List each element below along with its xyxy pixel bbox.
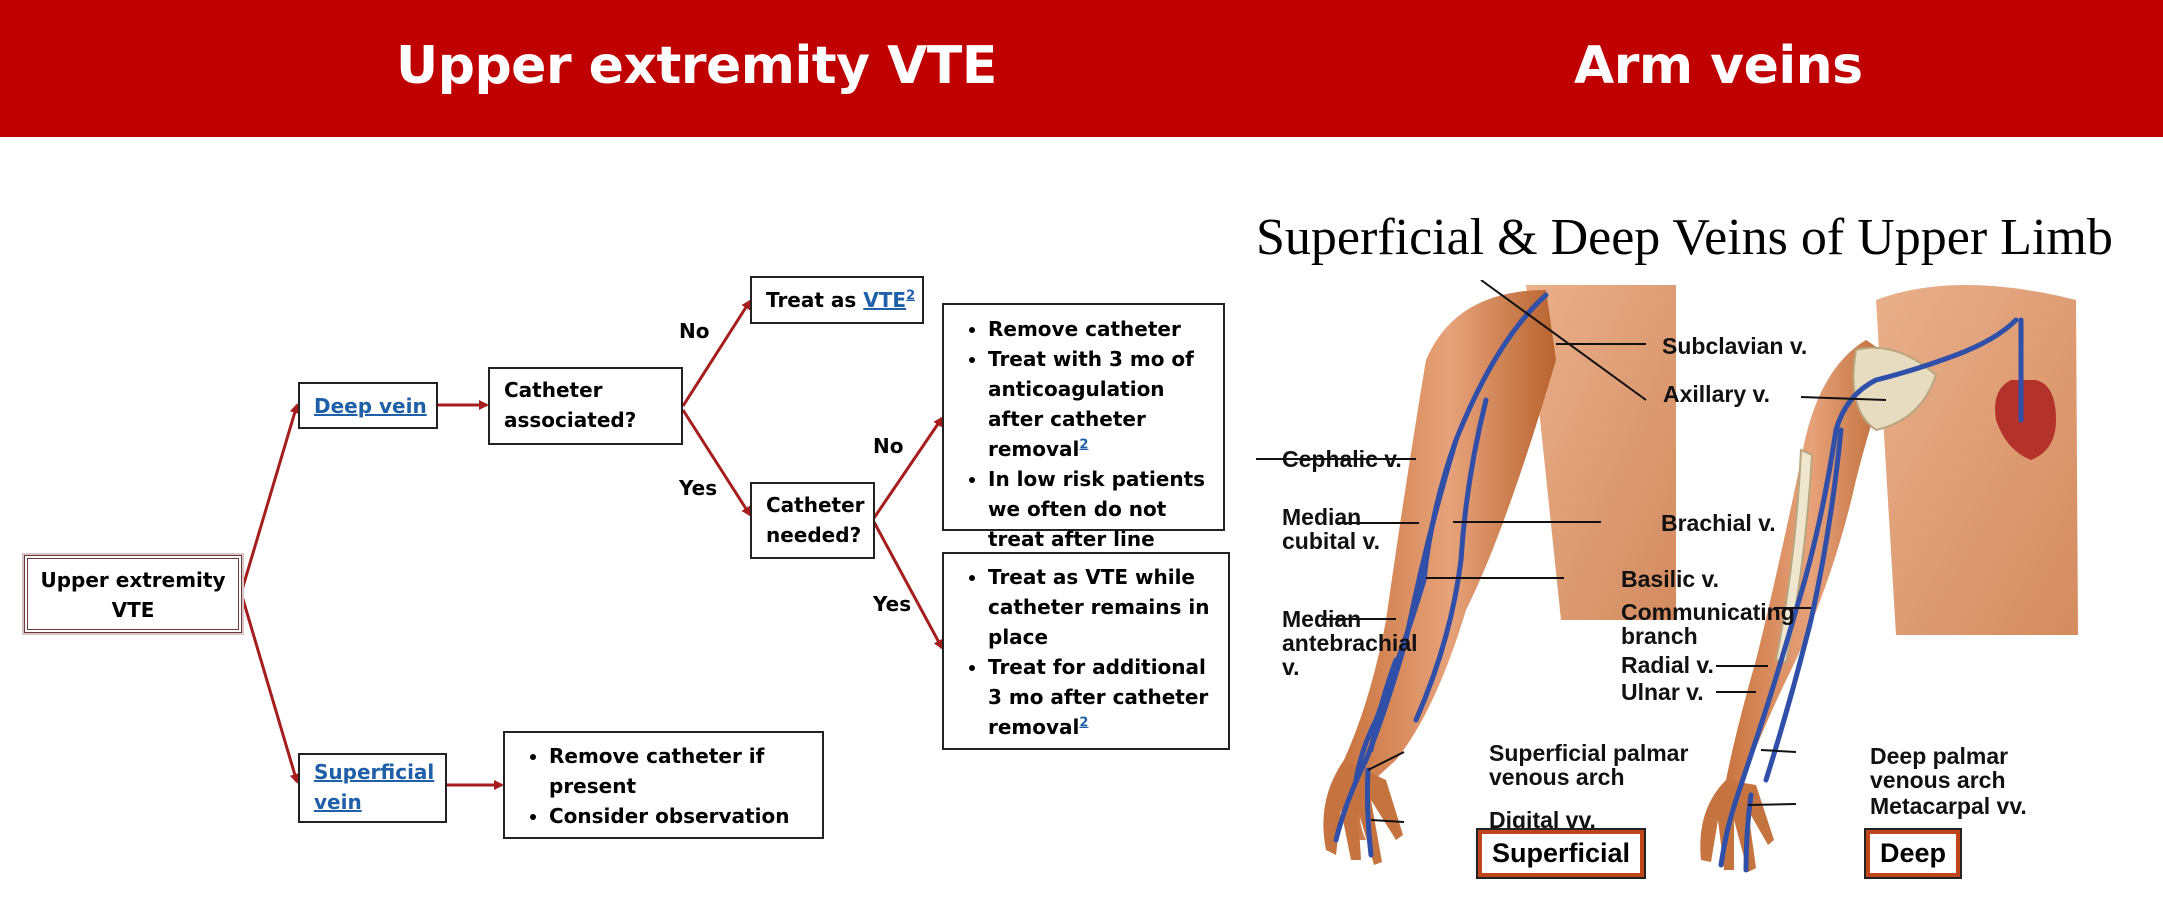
- bullet-remove-catheter: Remove catheter: [988, 314, 1209, 344]
- label-no-catheter-associated: No: [679, 319, 710, 343]
- label-radial: Radial v.: [1621, 652, 1714, 678]
- bullet-consider-observation: Consider observation: [549, 801, 808, 831]
- catheter-needed-line1: Catheter: [766, 493, 865, 517]
- arrow-root-to-superficial: [240, 595, 300, 784]
- treat-as-prefix: Treat as: [766, 288, 864, 312]
- catheter-associated-line1: Catheter: [504, 378, 603, 402]
- arm-veins-illustration: [1256, 280, 2078, 873]
- flowchart-arrows: [240, 299, 944, 790]
- panel-label-deep: Deep: [1863, 828, 1963, 879]
- superficial-actions-box: Remove catheter if present Consider obse…: [503, 731, 824, 839]
- label-basilic: Basilic v.: [1621, 566, 1720, 592]
- arrow-needed-to-no: [872, 416, 944, 519]
- root-box: Upper extremity VTE: [24, 555, 242, 633]
- catheter-associated-box: Catheter associated?: [488, 367, 683, 445]
- header-bar: Upper extremity VTE Arm veins: [0, 0, 2163, 137]
- catheter-needed-line2: needed?: [766, 523, 862, 547]
- deep-vein-box: Deep vein: [298, 382, 438, 429]
- ref-superscript[interactable]: 2: [1079, 715, 1089, 731]
- yes-needed-actions-box: Treat as VTE while catheter remains in p…: [942, 552, 1230, 750]
- arrow-needed-to-yes: [872, 521, 944, 650]
- ref-superscript[interactable]: 2: [906, 288, 916, 304]
- root-label: Upper extremity VTE: [40, 568, 226, 622]
- label-digital: Digital vv.: [1489, 807, 1596, 833]
- arrow-root-to-deep: [240, 403, 300, 591]
- left-title: Upper extremity VTE: [396, 36, 997, 96]
- treat-as-vte-box: Treat as VTE2: [750, 276, 924, 324]
- ref-superscript[interactable]: 2: [1079, 437, 1089, 453]
- label-subclavian: Subclavian v.: [1662, 333, 1808, 359]
- deep-vein-link[interactable]: Deep vein: [314, 394, 427, 418]
- label-yes-catheter-needed: Yes: [873, 592, 912, 616]
- anatomy-title: Superficial & Deep Veins of Upper Limb: [1256, 209, 2113, 266]
- label-ulnar: Ulnar v.: [1621, 679, 1704, 705]
- panel-label-superficial: Superficial: [1475, 828, 1647, 879]
- bullet-treat-while-in-place: Treat as VTE while catheter remains in p…: [988, 562, 1214, 652]
- label-cephalic: Cephalic v.: [1282, 446, 1402, 472]
- label-brachial: Brachial v.: [1661, 510, 1776, 536]
- no-needed-actions-box: Remove catheter Treat with 3 mo of antic…: [942, 303, 1225, 581]
- superficial-figure: [1323, 285, 1676, 865]
- arrow-catheter-to-treat: [681, 299, 752, 407]
- catheter-associated-line2: associated?: [504, 408, 637, 432]
- label-no-catheter-needed: No: [873, 434, 904, 458]
- label-axillary: Axillary v.: [1663, 381, 1770, 407]
- deep-figure: [1700, 285, 2078, 873]
- label-metacarpal: Metacarpal vv.: [1870, 793, 2027, 819]
- catheter-needed-box: Catheter needed?: [750, 482, 875, 559]
- vte-link[interactable]: VTE: [863, 288, 907, 312]
- label-yes-catheter-associated: Yes: [679, 476, 718, 500]
- bullet-treat-additional: Treat for additional 3 mo after catheter…: [988, 652, 1214, 742]
- right-title: Arm veins: [1574, 36, 1863, 96]
- bullet-remove-if-present: Remove catheter if present: [549, 741, 808, 801]
- arrow-catheter-to-needed: [681, 409, 752, 517]
- bullet-treat-3mo: Treat with 3 mo of anticoagulation after…: [988, 344, 1209, 464]
